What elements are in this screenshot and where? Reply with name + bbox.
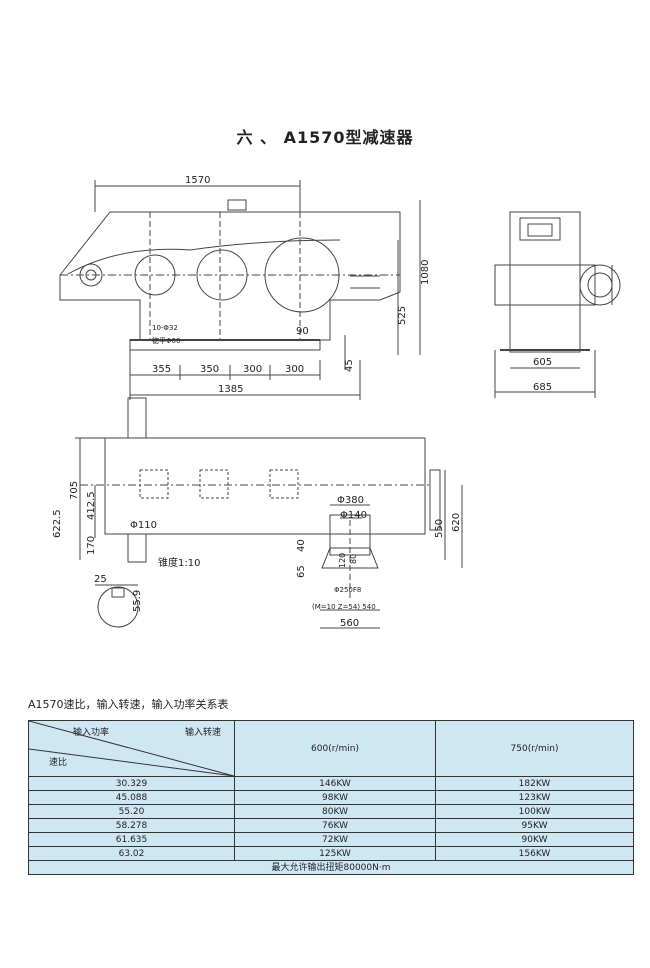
side-view: [494, 211, 621, 353]
ratio-cell: 63.02: [28, 846, 235, 861]
dim-phi380: Φ380: [337, 495, 364, 506]
table-caption: A1570速比，输入转速，输入功率关系表: [28, 698, 229, 711]
dim-412-5: 412.5: [86, 491, 97, 520]
corner-speed-label: 输入转速: [185, 728, 222, 738]
power-750-cell: 90KW: [435, 832, 634, 847]
dim-1570: 1570: [185, 175, 210, 186]
dim-phi140: Φ140: [340, 510, 367, 521]
power-750-cell: 100KW: [435, 804, 634, 819]
table-row: 45.088 98KW 123KW: [28, 790, 634, 805]
max-torque-note: 最大允许输出扭矩80000N·m: [28, 860, 634, 875]
dim-622-5: 622.5: [52, 509, 63, 538]
dim-120: 120: [338, 553, 347, 568]
dim-40: 40: [296, 539, 307, 552]
dim-phi110: Φ110: [130, 520, 157, 531]
dim-90: 90: [296, 326, 309, 337]
table-row: 61.635 72KW 90KW: [28, 832, 634, 847]
corner-diagonals: [29, 721, 234, 776]
power-750-cell: 123KW: [435, 790, 634, 805]
dim-65: 65: [296, 565, 307, 578]
corner-ratio-label: 速比: [49, 758, 68, 768]
plan-view: [80, 397, 441, 600]
dim-170: 170: [86, 536, 97, 555]
power-600-cell: 80KW: [234, 804, 436, 819]
dim-pad: 锪平Φ60: [152, 336, 180, 345]
corner-power-label: 输入功率: [73, 728, 110, 738]
dim-55-9: 55.9: [132, 590, 143, 612]
table-footer-row: 最大允许输出扭矩80000N·m: [28, 860, 634, 875]
table-row: 55.20 80KW 100KW: [28, 804, 634, 819]
dim-taper: 锥度1:10: [158, 556, 200, 569]
power-600-cell: 76KW: [234, 818, 436, 833]
dim-355: 355: [152, 364, 171, 375]
power-750-cell: 156KW: [435, 846, 634, 861]
table-row: 63.02 125KW 156KW: [28, 846, 634, 861]
dim-705: 705: [69, 481, 80, 500]
dim-gear: (M=10 Z=54) 540: [312, 603, 376, 611]
dim-300b: 300: [285, 364, 304, 375]
dim-620: 620: [451, 513, 462, 532]
ratio-cell: 55.20: [28, 804, 235, 819]
ratio-cell: 61.635: [28, 832, 235, 847]
dim-1385: 1385: [218, 384, 243, 395]
table-row: 58.278 76KW 95KW: [28, 818, 634, 833]
power-750-cell: 95KW: [435, 818, 634, 833]
ratio-cell: 45.088: [28, 790, 235, 805]
col-header-750: 750(r/min): [435, 720, 634, 777]
dim-605: 605: [533, 357, 552, 368]
power-600-cell: 125KW: [234, 846, 436, 861]
dim-45: 45: [344, 359, 355, 372]
dim-1080: 1080: [420, 260, 431, 285]
power-600-cell: 146KW: [234, 776, 436, 791]
shaft-section: [95, 584, 139, 628]
col-header-600: 600(r/min): [234, 720, 436, 777]
power-600-cell: 98KW: [234, 790, 436, 805]
dim-685: 685: [533, 382, 552, 393]
dim-560: 560: [340, 618, 359, 629]
page-title: 六 、 A1570型减速器: [236, 128, 414, 147]
dim-300a: 300: [243, 364, 262, 375]
dim-350: 350: [200, 364, 219, 375]
power-600-cell: 72KW: [234, 832, 436, 847]
gearbox-drawing: 1570 1080 525 45 90 10-Φ32 锪平Φ60 355 350…: [52, 175, 621, 629]
ratio-power-table: 输入功率 输入转速 速比 600(r/min) 750(r/min) 30.32…: [28, 720, 634, 875]
dim-25: 25: [94, 574, 107, 585]
dim-525: 525: [397, 306, 408, 325]
front-view: [59, 199, 401, 351]
dim-80: 80: [349, 554, 358, 564]
table-row: 30.329 146KW 182KW: [28, 776, 634, 791]
dim-phi250: Φ250F8: [334, 586, 361, 594]
dim-550: 550: [434, 519, 445, 538]
dim-bolt-holes: 10-Φ32: [152, 324, 178, 332]
power-750-cell: 182KW: [435, 776, 634, 791]
ratio-cell: 30.329: [28, 776, 235, 791]
table-corner-cell: 输入功率 输入转速 速比: [28, 720, 235, 777]
ratio-cell: 58.278: [28, 818, 235, 833]
